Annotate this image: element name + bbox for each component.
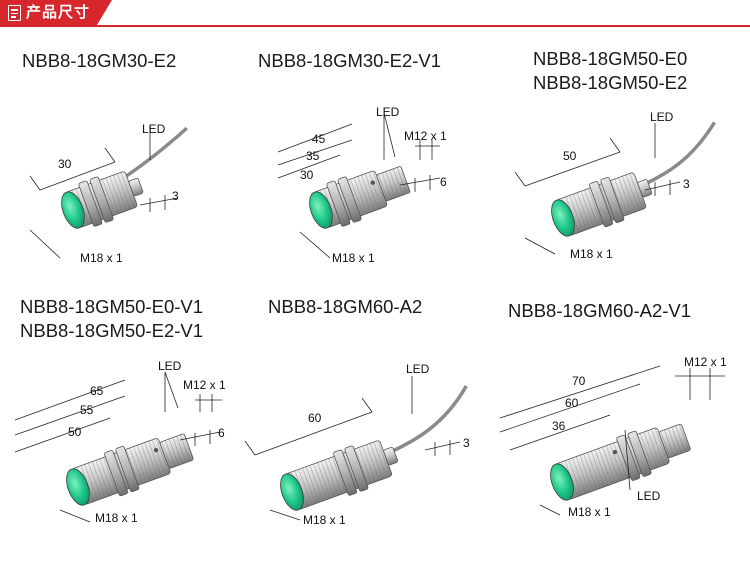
nut	[589, 181, 613, 228]
dim-gap: 3	[683, 177, 690, 191]
document-icon	[8, 5, 21, 21]
led-window	[612, 449, 618, 455]
sensing-face	[61, 191, 85, 229]
nut	[115, 446, 140, 493]
model-title-5: NBB8-18GM60-A2	[268, 296, 423, 317]
dim-l1: 45	[312, 132, 326, 146]
dim-length: 30	[58, 157, 72, 171]
section-title: 产品尺寸	[26, 4, 91, 21]
nut	[627, 430, 652, 477]
led-label: LED	[406, 362, 430, 376]
sensor-3-drawing	[551, 121, 716, 237]
dim-l3: 30	[300, 168, 314, 182]
led-label: LED	[158, 359, 182, 373]
cable	[645, 121, 716, 186]
led-label: LED	[376, 105, 400, 119]
thread-label: M18 x 1	[332, 251, 375, 265]
dim-l3: 50	[68, 425, 82, 439]
led-window	[153, 447, 159, 453]
dim-length: 50	[563, 149, 577, 163]
model-title-4a: NBB8-18GM50-E0-V1	[20, 296, 204, 317]
connector-label: M12 x 1	[183, 378, 226, 392]
dim-l3: 36	[552, 419, 566, 433]
dim-gap: 6	[218, 426, 225, 440]
sensor-2-drawing	[309, 166, 411, 229]
led-window	[370, 180, 375, 185]
model-title-6: NBB8-18GM60-A2-V1	[508, 300, 692, 321]
section-header-tab	[0, 0, 112, 26]
nut	[78, 180, 103, 227]
sensor-4-drawing	[66, 433, 194, 506]
nut	[337, 176, 362, 223]
model-title-3a: NBB8-18GM50-E0	[533, 48, 688, 69]
nut	[333, 449, 358, 496]
thread-label: M18 x 1	[568, 505, 611, 519]
sensor-6-drawing	[550, 423, 691, 501]
nut	[104, 450, 128, 497]
led-label: LED	[142, 122, 166, 136]
connector-label: M12 x 1	[404, 129, 447, 143]
cable	[391, 385, 468, 453]
dim-l1: 70	[572, 374, 586, 388]
section-header-rule	[0, 25, 750, 27]
sensor-1-drawing	[61, 126, 189, 229]
model-title-3b: NBB8-18GM50-E2	[533, 72, 688, 93]
nut	[600, 177, 625, 224]
sensing-face	[551, 199, 575, 237]
nut	[616, 434, 641, 481]
dim-length: 60	[308, 411, 322, 425]
thread-label: M18 x 1	[95, 511, 138, 525]
dim-l1: 65	[90, 384, 104, 398]
sensing-face	[280, 473, 304, 511]
thread-label: M18 x 1	[80, 251, 123, 265]
led-label: LED	[650, 110, 674, 124]
nut	[344, 445, 369, 492]
nut	[89, 176, 114, 223]
model-title-2: NBB8-18GM30-E2-V1	[258, 50, 442, 71]
dim-gap: 6	[440, 175, 447, 189]
led-label: LED	[637, 489, 661, 503]
dim-l2: 35	[306, 149, 320, 163]
model-title-1: NBB8-18GM30-E2	[22, 50, 177, 71]
sensing-face	[66, 468, 90, 506]
sensing-face	[550, 463, 574, 501]
thread-label: M18 x 1	[570, 247, 613, 261]
model-title-4b: NBB8-18GM50-E2-V1	[20, 320, 204, 341]
dim-gap: 3	[463, 436, 470, 450]
thread-label: M18 x 1	[303, 513, 346, 527]
dim-l2: 55	[80, 403, 94, 417]
nut	[326, 180, 351, 227]
dim-gap: 3	[172, 189, 179, 203]
sensor-5-drawing	[280, 385, 468, 511]
connector-label: M12 x 1	[684, 355, 727, 369]
sensing-face	[309, 191, 333, 229]
dim-l2: 60	[565, 396, 579, 410]
